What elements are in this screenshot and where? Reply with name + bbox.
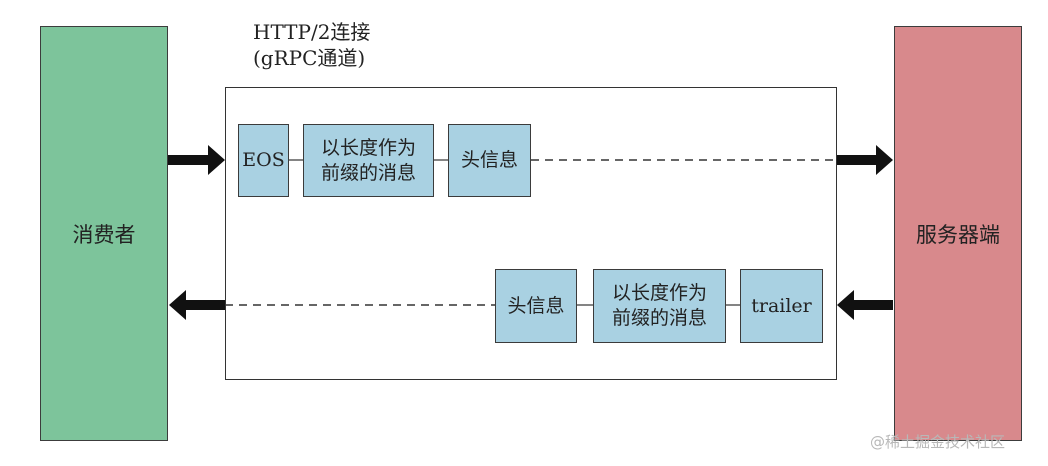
frame-eos: EOS <box>238 124 289 197</box>
server-label: 服务器端 <box>916 222 1000 247</box>
frame-headers: 头信息 <box>448 124 531 197</box>
frame-response-headers: 头信息 <box>495 269 577 343</box>
watermark: @稀土掘金技术社区 <box>870 433 1006 451</box>
consumer-label: 消费者 <box>72 222 136 247</box>
request-arrow-in <box>168 145 225 175</box>
connection-label-line2: (gRPC通道) <box>253 46 366 70</box>
frame-trailer: trailer <box>740 269 823 343</box>
frame-response-message: 以长度作为 前缀的消息 <box>593 269 726 343</box>
connection-label-line1: HTTP/2连接 <box>253 20 371 44</box>
consumer-box: 消费者 <box>40 26 168 441</box>
connection-label: HTTP/2连接 (gRPC通道) <box>253 19 370 71</box>
request-arrow-out <box>837 145 893 175</box>
response-arrow-in <box>837 290 893 320</box>
response-arrow-out <box>169 290 225 320</box>
http2-connection-box <box>225 87 837 380</box>
server-box: 服务器端 <box>894 26 1022 441</box>
frame-length-prefixed-message: 以长度作为 前缀的消息 <box>303 124 434 197</box>
